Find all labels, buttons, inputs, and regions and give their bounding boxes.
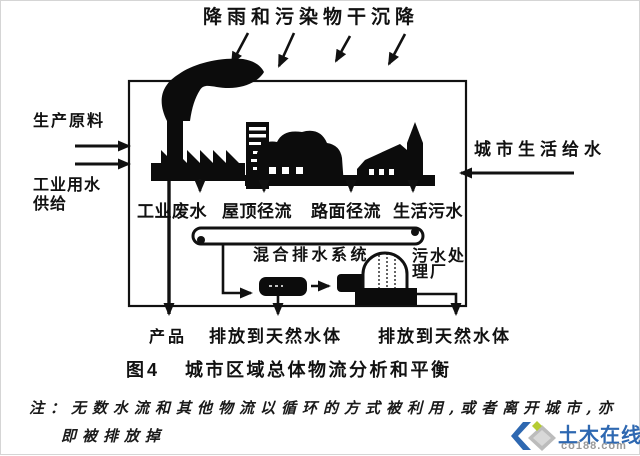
industrial-water-label-line2: 供给	[33, 196, 68, 213]
collector-pipe-icon	[191, 226, 425, 246]
treatment-plant-label-line1: 污水处	[412, 248, 467, 265]
drainage-tank-icon	[259, 277, 307, 296]
church-spire-icon	[407, 122, 423, 186]
figure-title: 城市区域总体物流分析和平衡	[185, 360, 452, 380]
road-runoff-label: 路面径流	[311, 202, 381, 221]
site-logo-name: 土木在线	[558, 425, 640, 447]
roof-runoff-label: 屋顶径流	[222, 202, 292, 221]
smoke-plume-icon	[161, 58, 264, 121]
downtown-icon	[257, 130, 344, 186]
note-line2: 即被排放掉	[61, 427, 167, 445]
factory-icon	[151, 150, 245, 181]
discharge-left-label: 排放到天然水体	[209, 327, 342, 346]
city-water-supply-label: 城市生活给水	[474, 140, 606, 159]
site-logo[interactable]: 土木在线 co188.com	[504, 417, 640, 455]
site-logo-icon	[511, 421, 556, 451]
raw-materials-label: 生产原料	[33, 113, 106, 130]
treatment-plant-icon	[337, 251, 417, 305]
plant-discharge-line	[417, 292, 462, 316]
note-line1: 注：无数水流和其他物流以循环的方式被利用,或者离开城市,亦	[29, 399, 619, 417]
combined-drainage-label: 混合排水系统	[253, 247, 371, 264]
domestic-sewage-label: 生活污水	[393, 202, 463, 221]
treatment-plant-label-line2: 理厂	[412, 264, 449, 281]
drainage-feed-line	[221, 244, 253, 299]
system-boundary-box	[127, 79, 468, 308]
figure-number: 图4	[126, 360, 161, 380]
site-logo-domain: co188.com	[561, 440, 627, 452]
runoff-arrows	[194, 179, 419, 193]
industrial-water-label-line1: 工业用水	[33, 177, 102, 194]
industrial-wastewater-label: 工业废水	[137, 202, 207, 221]
rainfall-arrows	[230, 32, 407, 68]
city-skyline-illustration	[151, 58, 435, 189]
discharge-right-label: 排放到天然水体	[378, 327, 511, 346]
rainfall-deposition-label: 降雨和污染物干沉降	[203, 7, 420, 28]
church-icon	[357, 144, 407, 186]
left-input-arrows	[75, 140, 131, 170]
product-label: 产品	[149, 329, 188, 346]
